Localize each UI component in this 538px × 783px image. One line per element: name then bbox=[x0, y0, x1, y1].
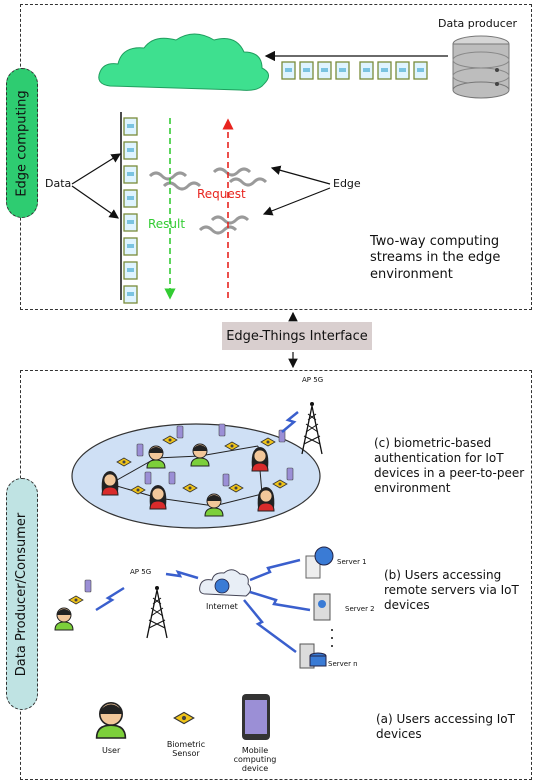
database-icon bbox=[452, 35, 510, 99]
server-2-label: Server 2 bbox=[345, 605, 375, 613]
ap-top-label: AP 5G bbox=[302, 376, 324, 384]
result-label: Result bbox=[148, 217, 186, 231]
data-label: Data bbox=[45, 177, 72, 190]
data-producer-label: Data producer bbox=[438, 17, 518, 30]
legend-device-label: Mobile computing device bbox=[233, 746, 277, 774]
wireless-link-icon bbox=[281, 411, 299, 433]
server-n-label: Server n bbox=[328, 660, 358, 668]
legend-device-icon bbox=[242, 694, 270, 740]
server-1-label: Server 1 bbox=[337, 558, 367, 566]
edge-arrows bbox=[262, 165, 331, 216]
request-label: Request bbox=[197, 187, 246, 201]
ellipsis-dots bbox=[331, 629, 333, 647]
caption-a: (a) Users accessing IoT devices bbox=[376, 712, 515, 741]
data-arrows bbox=[71, 153, 122, 219]
data-packets-stack bbox=[120, 112, 138, 304]
caption-c: (c) biometric-based authentication for I… bbox=[374, 436, 525, 495]
dpc-title: Data Producer/Consumer bbox=[14, 512, 30, 676]
caption-b: (b) Users accessing remote servers via I… bbox=[384, 568, 519, 612]
legend-user-label: User bbox=[102, 746, 121, 755]
interface-label: Edge-Things Interface bbox=[226, 328, 368, 344]
server-n-icon bbox=[299, 643, 327, 669]
edge-computing-title: Edge computing bbox=[14, 89, 30, 197]
edge-things-interface-box: Edge-Things Interface bbox=[222, 322, 372, 350]
legend-sensor-label: Biometric Sensor bbox=[166, 740, 206, 759]
wireless-link-icon bbox=[95, 586, 125, 612]
edge-label: Edge bbox=[333, 177, 361, 190]
globe-icon bbox=[214, 578, 230, 594]
edge-description: Two-way computing streams in the edge en… bbox=[370, 234, 501, 282]
edge-computing-side-label: Edge computing bbox=[6, 68, 38, 218]
server-links bbox=[243, 558, 311, 654]
internet-label: Internet bbox=[206, 602, 238, 611]
server-2-icon bbox=[313, 593, 331, 621]
wireless-link-icon bbox=[165, 569, 199, 580]
dpc-side-label: Data Producer/Consumer bbox=[6, 478, 38, 710]
ap-left-label: AP 5G bbox=[130, 568, 152, 576]
server-1-icon bbox=[305, 546, 334, 579]
edge-cloud bbox=[98, 33, 269, 91]
